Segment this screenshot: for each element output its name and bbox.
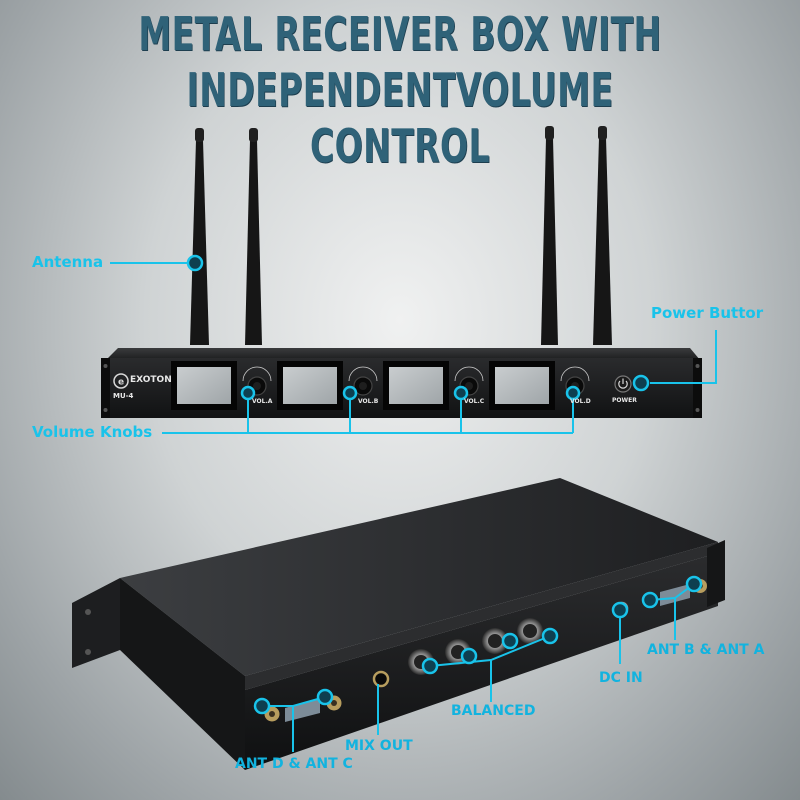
front-receiver: e bbox=[101, 348, 702, 418]
vol-label-a: VOL.A bbox=[252, 398, 273, 405]
exoton-logo-icon bbox=[113, 373, 129, 389]
vol-label-c: VOL.C bbox=[464, 398, 485, 405]
lcd-screen-d bbox=[489, 361, 555, 410]
callout-antenna: Antenna bbox=[32, 253, 104, 271]
callout-lines bbox=[110, 262, 717, 752]
antenna-3 bbox=[541, 126, 558, 345]
brand-name: EXOTON bbox=[130, 375, 172, 385]
antenna-4 bbox=[593, 126, 612, 345]
lcd-screen-b bbox=[277, 361, 343, 410]
vol-label-d: VOL.D bbox=[570, 398, 591, 405]
mix-out-jack[interactable] bbox=[372, 670, 390, 688]
antenna-2 bbox=[245, 128, 262, 345]
antenna-1 bbox=[190, 128, 209, 345]
svg-text:e: e bbox=[118, 378, 124, 388]
callout-balanced: BALANCED bbox=[451, 703, 536, 719]
callout-dc-in: DC IN bbox=[599, 670, 643, 686]
callout-power-button: Power Buttor bbox=[651, 304, 764, 322]
volume-knob-b[interactable] bbox=[348, 366, 378, 396]
callout-dots bbox=[186, 254, 703, 715]
power-label: POWER bbox=[612, 397, 637, 404]
power-button[interactable] bbox=[614, 375, 632, 393]
title-line-2: INDEPENDENTVOLUME CONTROL bbox=[186, 63, 614, 173]
rear-receiver bbox=[72, 478, 725, 770]
lcd-screen-c bbox=[383, 361, 449, 410]
vol-label-b: VOL.B bbox=[358, 398, 379, 405]
lcd-screen-a bbox=[171, 361, 237, 410]
model-name: MU-4 bbox=[113, 392, 134, 400]
bnc-label-sticker-right bbox=[660, 584, 690, 606]
title-line-1: METAL RECEIVER BOX WITH bbox=[138, 7, 662, 61]
xlr-output-4[interactable] bbox=[517, 618, 543, 644]
callout-ant-d-c: ANT D & ANT C bbox=[235, 756, 353, 772]
callout-volume-knobs: Volume Knobs bbox=[32, 423, 153, 441]
callout-mix-out: MIX OUT bbox=[345, 738, 413, 754]
power-icon bbox=[618, 378, 628, 389]
xlr-output-3[interactable] bbox=[482, 628, 508, 654]
antennas bbox=[190, 126, 612, 345]
callout-ant-b-a: ANT B & ANT A bbox=[647, 642, 765, 658]
